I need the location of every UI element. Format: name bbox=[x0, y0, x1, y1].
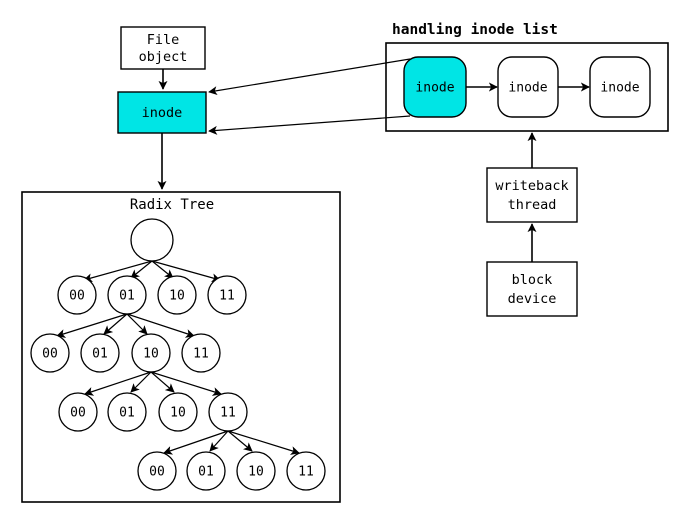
radix-node-l4-3-label: 11 bbox=[298, 465, 314, 480]
inode-list-node-0[interactable]: inode bbox=[403, 56, 467, 118]
edge-l3-3-to-l4-0 bbox=[163, 430, 229, 455]
edge-inode-list-to-inode-bottom bbox=[208, 115, 411, 135]
edge-inode-list-to-inode-top bbox=[208, 58, 411, 96]
handling-inode-list-rect bbox=[385, 42, 669, 132]
radix-node-l2-3-label: 11 bbox=[193, 347, 209, 362]
edge-root-to-l1-3 bbox=[151, 260, 221, 283]
handling-inode-list-title: handling inode list bbox=[392, 22, 558, 38]
edge-root-to-l1-1 bbox=[130, 260, 153, 279]
edge-l2-2-to-l3-2 bbox=[150, 371, 175, 393]
radix-node-l2-3-circle bbox=[181, 333, 221, 373]
edge-l3-3-to-l4-3 bbox=[227, 430, 300, 455]
radix-node-l1-2-label: 10 bbox=[169, 289, 185, 304]
inode-list-node-2-rect bbox=[589, 56, 651, 118]
inode-list-node-2-label: inode bbox=[600, 81, 639, 96]
inode-main-label: inode bbox=[142, 105, 183, 121]
edge-l2-2-to-l3-1 bbox=[130, 371, 152, 393]
writeback-thread-rect bbox=[486, 167, 578, 223]
radix-tree-rect bbox=[21, 191, 341, 503]
radix-node-l1-1-label: 01 bbox=[119, 289, 135, 304]
block-device-label-line1: block bbox=[512, 272, 553, 288]
file-object-rect bbox=[120, 26, 206, 70]
radix-node-l2-1[interactable]: 01 bbox=[80, 333, 120, 373]
radix-node-l4-1-circle bbox=[186, 451, 226, 491]
edge-l2-2-to-l3-3 bbox=[150, 371, 222, 396]
radix-node-l1-3[interactable]: 11 bbox=[207, 275, 247, 315]
radix-tree-group: Radix Tree 00 01 10 bbox=[21, 191, 341, 503]
radix-node-l3-3-label: 11 bbox=[220, 406, 236, 421]
radix-node-l1-2-circle bbox=[157, 275, 197, 315]
radix-node-l4-2-circle bbox=[236, 451, 276, 491]
file-object-label-line1: File bbox=[147, 32, 180, 48]
inode-main-box: inode bbox=[117, 91, 207, 134]
inode-list-node-0-label: inode bbox=[415, 81, 454, 96]
edge-l1-1-to-l2-2 bbox=[126, 313, 148, 335]
radix-node-l1-0-circle bbox=[57, 275, 97, 315]
radix-node-l2-0-label: 00 bbox=[42, 347, 58, 362]
edge-l1-1-to-l2-1 bbox=[103, 313, 128, 335]
block-device-rect bbox=[486, 261, 578, 317]
radix-node-l2-1-circle bbox=[80, 333, 120, 373]
file-object-label-line2: object bbox=[139, 49, 188, 65]
radix-node-l3-1-label: 01 bbox=[119, 406, 135, 421]
radix-node-l2-3[interactable]: 11 bbox=[181, 333, 221, 373]
file-object-box: File object bbox=[120, 26, 206, 70]
writeback-thread-label-line1: writeback bbox=[495, 178, 568, 194]
radix-node-l1-0[interactable]: 00 bbox=[57, 275, 97, 315]
radix-node-l1-2[interactable]: 10 bbox=[157, 275, 197, 315]
edge-l1-1-to-l2-3 bbox=[126, 313, 195, 338]
radix-node-l3-2-circle bbox=[158, 392, 198, 432]
radix-node-l3-2-label: 10 bbox=[170, 406, 186, 421]
inode-main-rect bbox=[117, 91, 207, 134]
radix-node-l4-3[interactable]: 11 bbox=[286, 451, 326, 491]
radix-node-l3-0-circle bbox=[58, 392, 98, 432]
writeback-thread-label-line2: thread bbox=[508, 197, 557, 213]
radix-node-l1-1[interactable]: 01 bbox=[107, 275, 147, 315]
radix-node-l1-0-label: 00 bbox=[69, 289, 85, 304]
inode-list-node-1[interactable]: inode bbox=[497, 56, 559, 118]
edge-root-to-l1-0 bbox=[83, 260, 153, 283]
radix-node-l4-2-label: 10 bbox=[248, 465, 264, 480]
radix-tree-title: Radix Tree bbox=[130, 197, 214, 213]
radix-node-root-circle bbox=[130, 218, 174, 262]
edge-l2-2-to-l3-0 bbox=[84, 371, 152, 396]
edge-l3-3-to-l4-2 bbox=[227, 430, 253, 452]
handling-inode-list-group: handling inode list inode inode inode bbox=[385, 22, 669, 132]
radix-node-l4-2[interactable]: 10 bbox=[236, 451, 276, 491]
radix-node-l3-0[interactable]: 00 bbox=[58, 392, 98, 432]
writeback-thread-box: writeback thread bbox=[486, 167, 578, 223]
radix-node-l2-2-label: 10 bbox=[143, 347, 159, 362]
inode-list-node-1-label: inode bbox=[508, 81, 547, 96]
radix-node-l4-3-circle bbox=[286, 451, 326, 491]
inode-list-node-2[interactable]: inode bbox=[589, 56, 651, 118]
radix-node-l3-0-label: 00 bbox=[70, 406, 86, 421]
radix-node-l3-1[interactable]: 01 bbox=[107, 392, 147, 432]
radix-node-l3-1-circle bbox=[107, 392, 147, 432]
radix-node-l4-1[interactable]: 01 bbox=[186, 451, 226, 491]
radix-node-l2-0[interactable]: 00 bbox=[30, 333, 70, 373]
block-device-box: block device bbox=[486, 261, 578, 317]
radix-node-l2-2[interactable]: 10 bbox=[131, 333, 171, 373]
radix-node-l1-3-circle bbox=[207, 275, 247, 315]
radix-node-l2-0-circle bbox=[30, 333, 70, 373]
block-device-label-line2: device bbox=[508, 291, 557, 307]
radix-node-l3-3[interactable]: 11 bbox=[208, 392, 248, 432]
radix-node-l1-3-label: 11 bbox=[219, 289, 235, 304]
edge-root-to-l1-2 bbox=[151, 260, 174, 279]
radix-node-l4-0[interactable]: 00 bbox=[137, 451, 177, 491]
edge-l3-3-to-l4-1 bbox=[209, 430, 229, 452]
radix-node-l4-0-circle bbox=[137, 451, 177, 491]
edge-l1-1-to-l2-0 bbox=[56, 313, 128, 338]
radix-node-l3-2[interactable]: 10 bbox=[158, 392, 198, 432]
radix-node-l2-1-label: 01 bbox=[92, 347, 108, 362]
radix-node-l4-1-label: 01 bbox=[198, 465, 214, 480]
radix-node-l4-0-label: 00 bbox=[149, 465, 165, 480]
radix-node-root[interactable] bbox=[130, 218, 174, 262]
